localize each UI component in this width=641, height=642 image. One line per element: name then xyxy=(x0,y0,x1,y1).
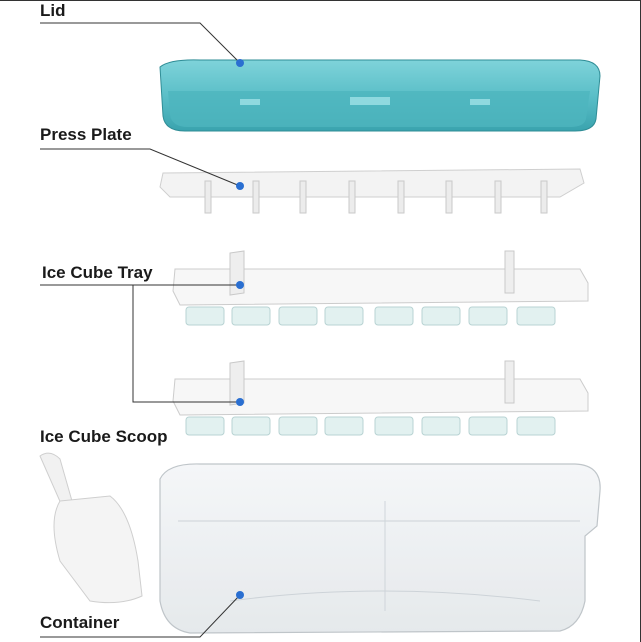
ice-cube-scoop-part xyxy=(39,452,143,604)
ice-cube-tray-top xyxy=(172,250,589,326)
ice-cube-scoop-label: Ice Cube Scoop xyxy=(40,427,168,446)
lid-label: Lid xyxy=(40,1,66,20)
press-plate-label: Press Plate xyxy=(40,125,132,144)
pointer-dots xyxy=(236,59,244,599)
ice-cube-tray-bottom xyxy=(172,360,589,436)
container-label: Container xyxy=(40,613,120,632)
container-part xyxy=(159,463,601,634)
lid-part xyxy=(159,59,601,132)
leader-lines xyxy=(40,22,241,638)
press-plate-part xyxy=(159,168,585,214)
ice-cube-tray-label: Ice Cube Tray xyxy=(42,263,153,282)
